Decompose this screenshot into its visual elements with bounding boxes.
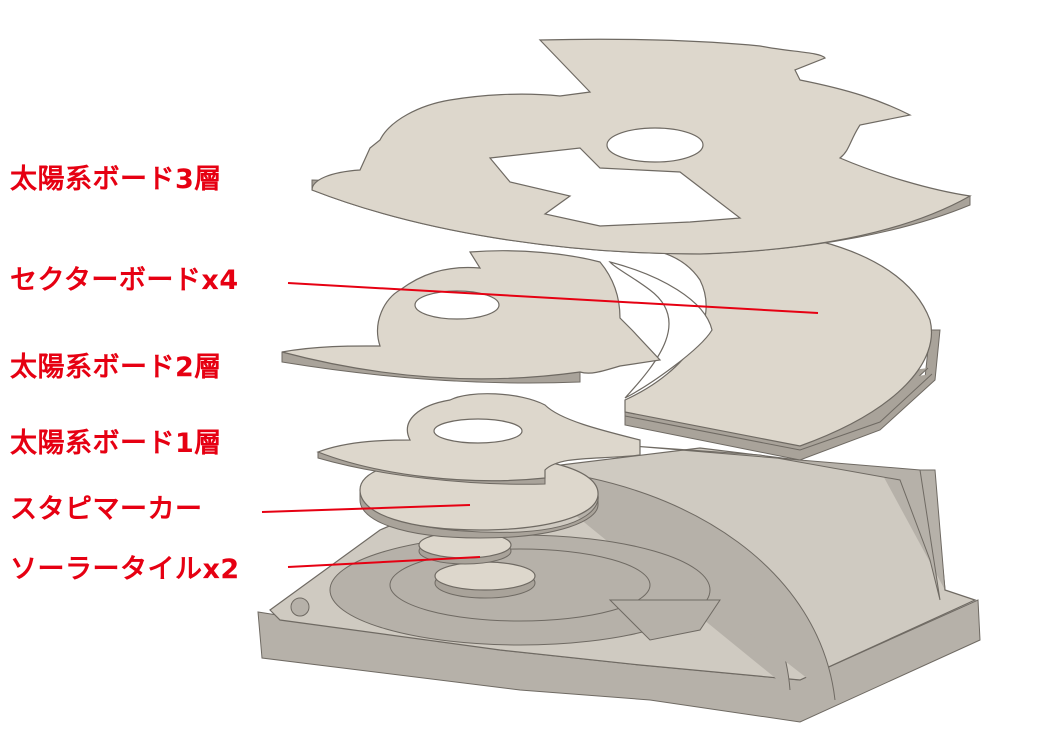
solar-tile-stack [418, 531, 536, 599]
label-solar-board-1: 太陽系ボード1層 [10, 428, 222, 459]
label-solar-board-2: 太陽系ボード2層 [10, 352, 222, 383]
label-solar-board-3: 太陽系ボード3層 [10, 164, 222, 195]
label-stapi-marker: スタピマーカー [10, 494, 203, 525]
solar-board-layer-2 [281, 250, 662, 384]
leader-line-stapi-marker [261, 504, 471, 513]
label-sector-board: セクターボードx4 [10, 265, 239, 296]
solar-board-layer-1 [316, 393, 641, 485]
solar-board-layer-3 [311, 38, 972, 255]
sector-board-stack [608, 227, 941, 461]
label-solar-tile: ソーラータイルx2 [10, 554, 240, 585]
leader-line-solar-tile [287, 556, 481, 568]
leader-line-sector-board [287, 282, 819, 314]
